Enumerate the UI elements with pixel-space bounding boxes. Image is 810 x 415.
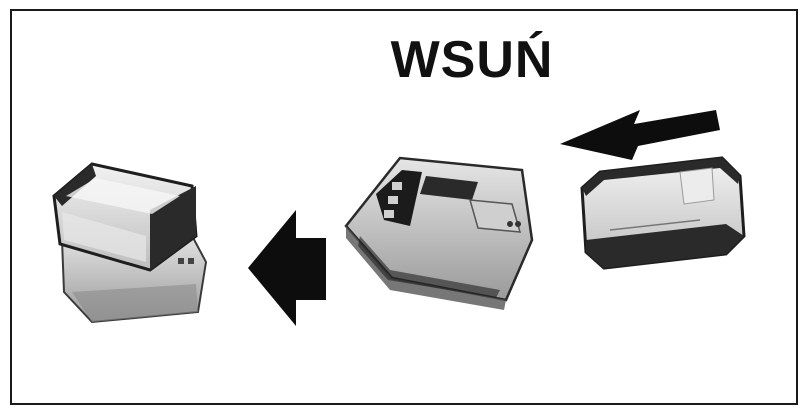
assembled-battery-charger bbox=[54, 164, 206, 322]
arrow-left-icon bbox=[248, 210, 326, 326]
battery-loose bbox=[582, 158, 744, 268]
arrow-left-icon bbox=[560, 110, 720, 160]
charger-unit bbox=[346, 158, 532, 310]
